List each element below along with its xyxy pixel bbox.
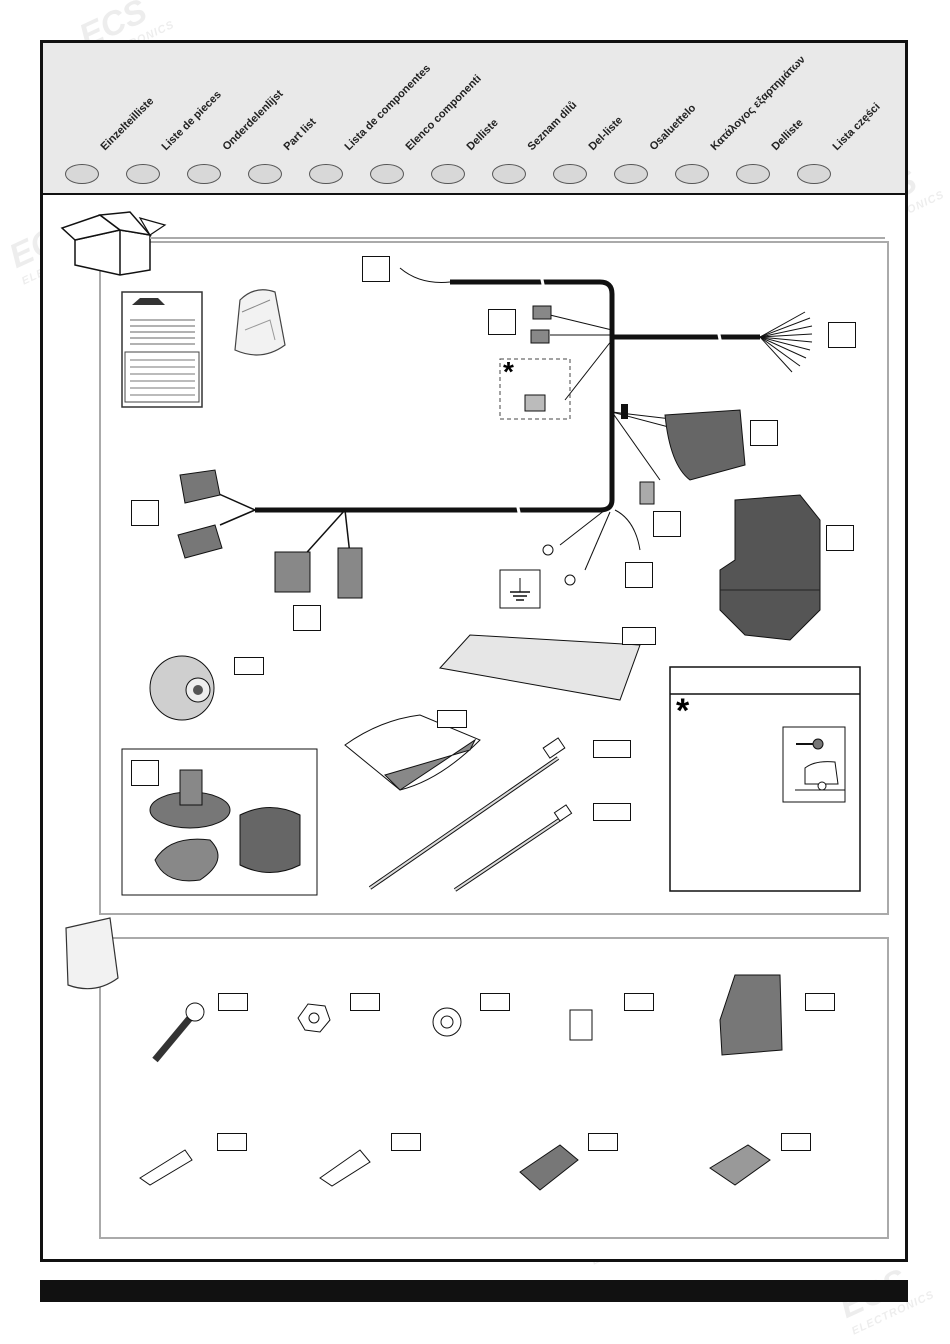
callout-box — [293, 605, 321, 631]
small-connector — [530, 329, 550, 344]
callout-box — [488, 309, 516, 335]
small-connector — [524, 394, 546, 412]
connector-housing-icon — [709, 1144, 771, 1186]
callout-box — [750, 420, 778, 446]
screw-icon — [152, 1002, 205, 1063]
language-header: Einzelteilliste Liste de pieces Onderdel… — [43, 43, 905, 195]
callout-box — [625, 562, 653, 588]
adhesive-sheet — [344, 714, 481, 791]
language-circle — [614, 164, 648, 184]
asterisk-symbol: * — [676, 692, 690, 730]
callout-box — [805, 993, 835, 1011]
optional-connector-frame — [499, 358, 571, 420]
bag-icon — [234, 289, 286, 356]
ecu-connector — [621, 404, 746, 505]
clip-icon — [719, 974, 783, 1056]
callout-box — [622, 627, 656, 645]
terminal-icon — [319, 1149, 371, 1187]
key-icon — [796, 738, 824, 750]
language-circle — [126, 164, 160, 184]
sealing-pad — [439, 634, 641, 701]
bag-icon — [65, 917, 119, 990]
callout-box — [217, 1133, 247, 1151]
callout-box — [131, 500, 159, 526]
left-connector — [177, 469, 363, 599]
callout-box — [653, 511, 681, 537]
nut-icon — [297, 1003, 331, 1033]
ring-terminal — [564, 574, 576, 586]
grommet-icon — [149, 655, 215, 721]
ground-icon — [499, 569, 541, 609]
callout-box — [624, 993, 654, 1011]
manual-icon — [121, 291, 203, 408]
washer-icon — [432, 1007, 462, 1037]
caravan-icon — [795, 761, 845, 791]
callout-box — [362, 256, 390, 282]
box-icon — [60, 211, 167, 276]
language-circle — [675, 164, 709, 184]
language-circle — [248, 164, 282, 184]
callout-box — [350, 993, 380, 1011]
language-circle — [736, 164, 770, 184]
callout-box — [234, 657, 264, 675]
callout-box — [131, 760, 159, 786]
language-circle — [65, 164, 99, 184]
small-connector — [532, 305, 552, 320]
callout-box — [826, 525, 854, 551]
footer-bar — [40, 1280, 908, 1302]
language-circle — [797, 164, 831, 184]
callout-box — [781, 1133, 811, 1151]
callout-box — [480, 993, 510, 1011]
language-circle — [370, 164, 404, 184]
callout-box — [828, 322, 856, 348]
fuse-icon — [569, 1009, 593, 1041]
cable-tie — [453, 804, 573, 892]
connector-housing-icon — [519, 1144, 579, 1191]
asterisk-symbol: * — [503, 356, 514, 387]
language-circle — [187, 164, 221, 184]
language-circle — [492, 164, 526, 184]
callout-box — [593, 803, 631, 821]
callout-box — [437, 710, 467, 728]
socket-icon — [149, 769, 301, 882]
terminal-icon — [139, 1149, 193, 1186]
callout-box — [391, 1133, 421, 1151]
callout-box — [593, 740, 631, 758]
language-circle — [553, 164, 587, 184]
ring-terminal — [542, 544, 554, 556]
callout-box — [588, 1133, 618, 1151]
control-module — [719, 494, 821, 641]
language-circle — [431, 164, 465, 184]
cable-tie — [368, 737, 566, 890]
callout-box — [218, 993, 248, 1011]
language-circle — [309, 164, 343, 184]
